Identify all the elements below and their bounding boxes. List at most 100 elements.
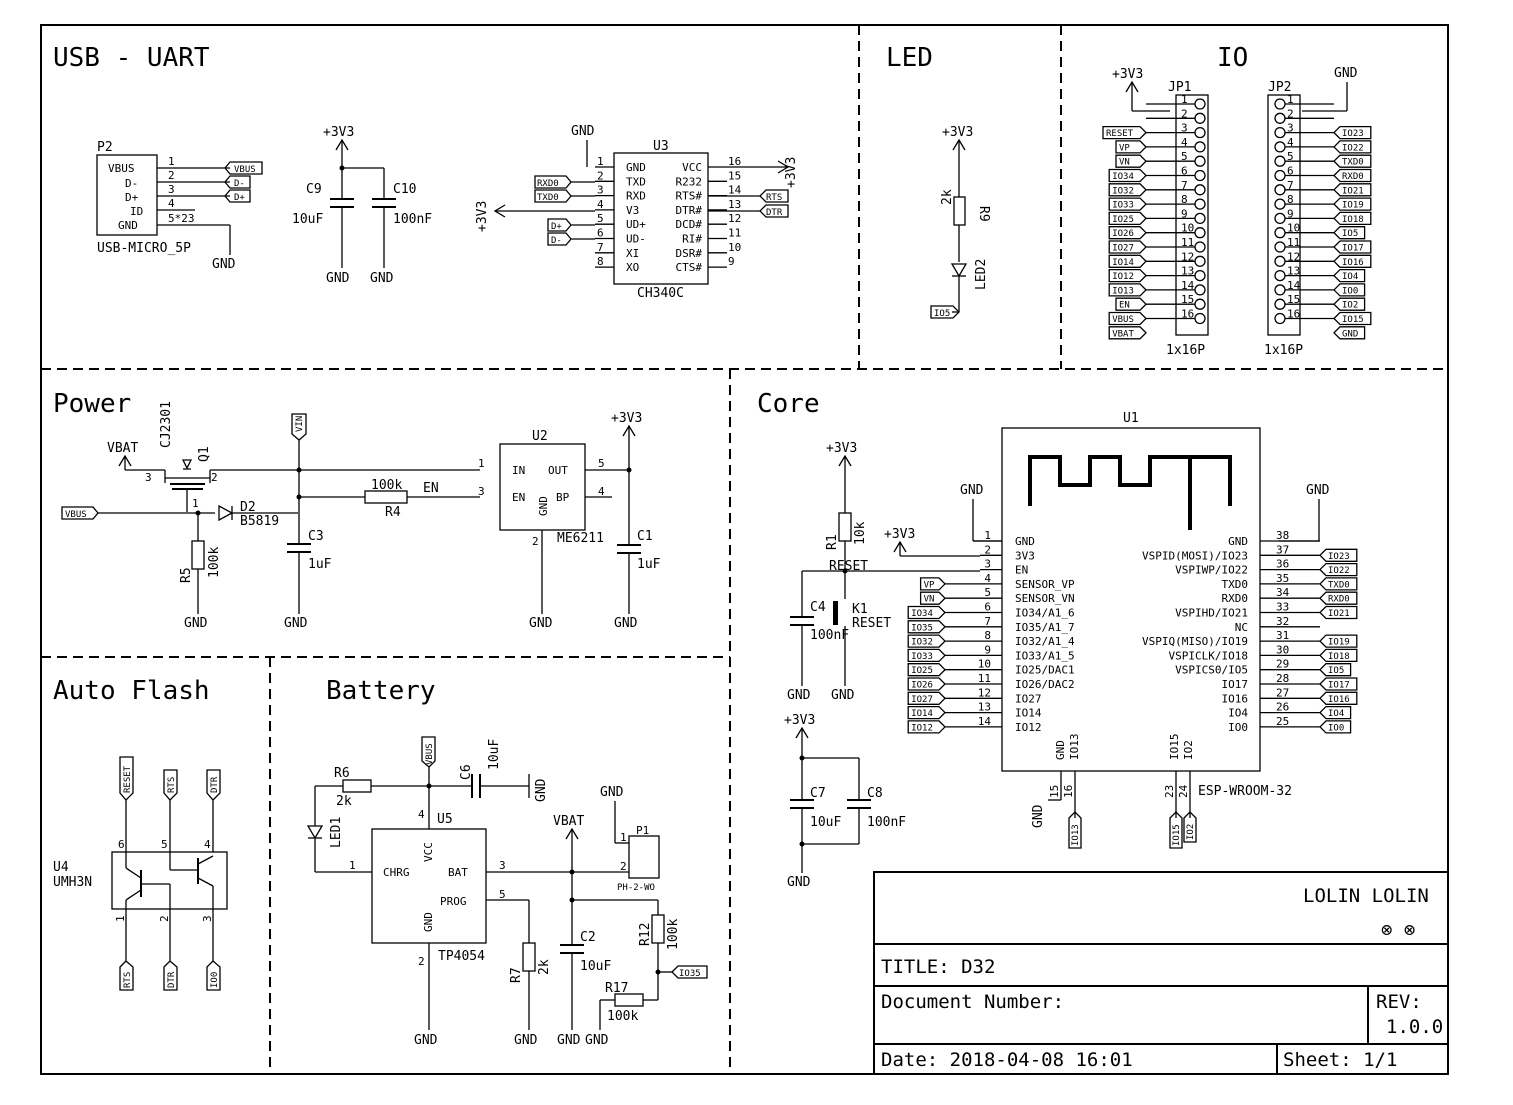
company-name: LOLIN LOLIN <box>1303 885 1429 907</box>
r7-ref: R7 <box>509 967 524 983</box>
net-tag-io5: IO5 <box>934 309 950 319</box>
u3-pin-num: 15 <box>728 169 741 182</box>
u3-pin-label: DSR# <box>676 247 703 260</box>
k1-ref: K1 <box>852 602 868 617</box>
io-headers: +3V3 JP1 1x16P 12345678910111213141516RE… <box>1102 66 1372 358</box>
u1-pin-label: IO2 <box>1182 740 1195 760</box>
r5-value: 100k <box>207 547 222 578</box>
net-tag: IO23 <box>1328 552 1350 562</box>
u3-pin-num: 13 <box>728 198 741 211</box>
net-tag: IO14 <box>1112 258 1134 268</box>
section-title-usb-uart: USB - UART <box>53 43 210 73</box>
p2-pin-num: 2 <box>168 169 175 182</box>
r12-ref: R12 <box>638 923 653 946</box>
jp1-pins: 12345678910111213141516RESETVPVNIO34IO32… <box>1102 93 1206 340</box>
u3-pin-label: VCC <box>682 161 702 174</box>
u2-pin-label: EN <box>512 491 525 504</box>
p2-pin-num: 3 <box>168 183 175 196</box>
c8-value: 100nF <box>867 815 906 830</box>
c4-value: 100nF <box>810 628 849 643</box>
u1-pin-num: 27 <box>1276 686 1289 699</box>
u1-pin-num: 11 <box>978 672 991 685</box>
u1-pin-label: SENSOR_VN <box>1015 592 1075 605</box>
jp1-pin-num: 9 <box>1181 207 1188 220</box>
section-title-auto-flash: Auto Flash <box>53 676 210 706</box>
c6-value: 10uF <box>487 739 502 770</box>
net-tag: VN <box>924 595 935 605</box>
net-tag: RESET <box>1106 129 1134 139</box>
u1-pin-label: EN <box>1015 564 1028 577</box>
net-tag: IO18 <box>1328 652 1350 662</box>
jp2-value: 1x16P <box>1264 343 1303 358</box>
net-tag: IO33 <box>911 652 933 662</box>
u1-pin-label: VSPID(MOSI)/IO23 <box>1142 549 1248 562</box>
net-tag: VP <box>924 580 935 590</box>
jp1-pin-num: 2 <box>1181 107 1188 120</box>
u4-pin-num: 4 <box>204 838 211 851</box>
gnd-label: GND <box>614 616 638 631</box>
net-label-reset: RESET <box>829 559 868 574</box>
u3-pin-num: 4 <box>597 198 604 211</box>
jp2-pin-num: 12 <box>1287 250 1300 263</box>
jp1-pin-num: 12 <box>1181 250 1194 263</box>
jp2-pin-num: 11 <box>1287 236 1300 249</box>
jp1-pin-num: 15 <box>1181 293 1194 306</box>
u1-pin-label: VSPICLK/IO18 <box>1169 649 1248 662</box>
net-tag: IO27 <box>1112 244 1134 254</box>
u5-pin-label: PROG <box>440 895 467 908</box>
net-tag: IO19 <box>1342 201 1364 211</box>
u5-pin-num: 5 <box>499 888 506 901</box>
net-tag: IO22 <box>1328 566 1350 576</box>
u1-pin-num: 10 <box>978 658 991 671</box>
jp1-pin-num: 14 <box>1181 279 1195 292</box>
net-tag: IO25 <box>911 666 933 676</box>
section-title-power: Power <box>53 389 131 419</box>
u4-pin-num: 3 <box>201 915 214 922</box>
c7-value: 10uF <box>810 815 841 830</box>
q1-ref: Q1 <box>197 446 212 462</box>
section-title-led: LED <box>886 43 933 73</box>
net-tag: IO17 <box>1342 244 1364 254</box>
net-tag: IO35 <box>911 623 933 633</box>
u1-pin-num: 6 <box>984 601 991 614</box>
jp1-value: 1x16P <box>1166 343 1205 358</box>
u3-pin-label: V3 <box>626 204 639 217</box>
u1-pin-num: 24 <box>1177 784 1190 798</box>
u1-pin-label: VSPIWP/IO22 <box>1175 564 1248 577</box>
u1-pin-num: 33 <box>1276 601 1289 614</box>
r1-value: 10k <box>853 521 868 545</box>
jp1-pin-num: 11 <box>1181 236 1194 249</box>
u1-pin-label: IO16 <box>1222 692 1249 705</box>
net-tag: IO34 <box>1112 172 1134 182</box>
u3-pin-label: DTR# <box>676 204 703 217</box>
u3-pin-num: 8 <box>597 255 604 268</box>
jp2-pin-num: 2 <box>1287 107 1294 120</box>
net-tag: IO17 <box>1328 681 1350 691</box>
gnd-label: GND <box>326 271 350 286</box>
u1-pin-label: VSPIQ(MISO)/IO19 <box>1142 635 1248 648</box>
r6-value: 2k <box>336 794 352 809</box>
jp1-pin-num: 10 <box>1181 222 1194 235</box>
net-tag: IO0 <box>1342 286 1358 296</box>
u5-pin-label: CHRG <box>383 866 410 879</box>
u3-pin-label: XO <box>626 261 639 274</box>
u3-pin-label: RI# <box>682 233 702 246</box>
gnd-label: GND <box>571 124 595 139</box>
u1-pin-num: 31 <box>1276 629 1289 642</box>
jp1-ref: JP1 <box>1168 80 1191 95</box>
title-block: LOLIN LOLIN ⊗ ⊗ TITLE: D32 Document Numb… <box>873 871 1449 1075</box>
u4-pin-num: 5 <box>161 838 168 851</box>
section-title-io: IO <box>1217 43 1248 73</box>
net-tag: IO12 <box>911 723 933 733</box>
u3-pin-label: DCD# <box>676 218 703 231</box>
net-tag: IO4 <box>1328 709 1344 719</box>
p2-pin-num: 4 <box>168 197 175 210</box>
net-tag: TXD0 <box>1328 580 1350 590</box>
power-label-vbat: VBAT <box>107 441 138 456</box>
net-tag: VBUS <box>1112 315 1134 325</box>
usb-uart-chip-u3: GND U3 CH340C GND1TXD2RXD3V34UD+5UD-6XI7… <box>475 124 799 301</box>
net-tag: IO16 <box>1328 695 1350 705</box>
doc-title: TITLE: D32 <box>881 956 995 978</box>
net-tag: IO21 <box>1342 186 1364 196</box>
net-tag-vbus: VBUS <box>234 165 256 175</box>
